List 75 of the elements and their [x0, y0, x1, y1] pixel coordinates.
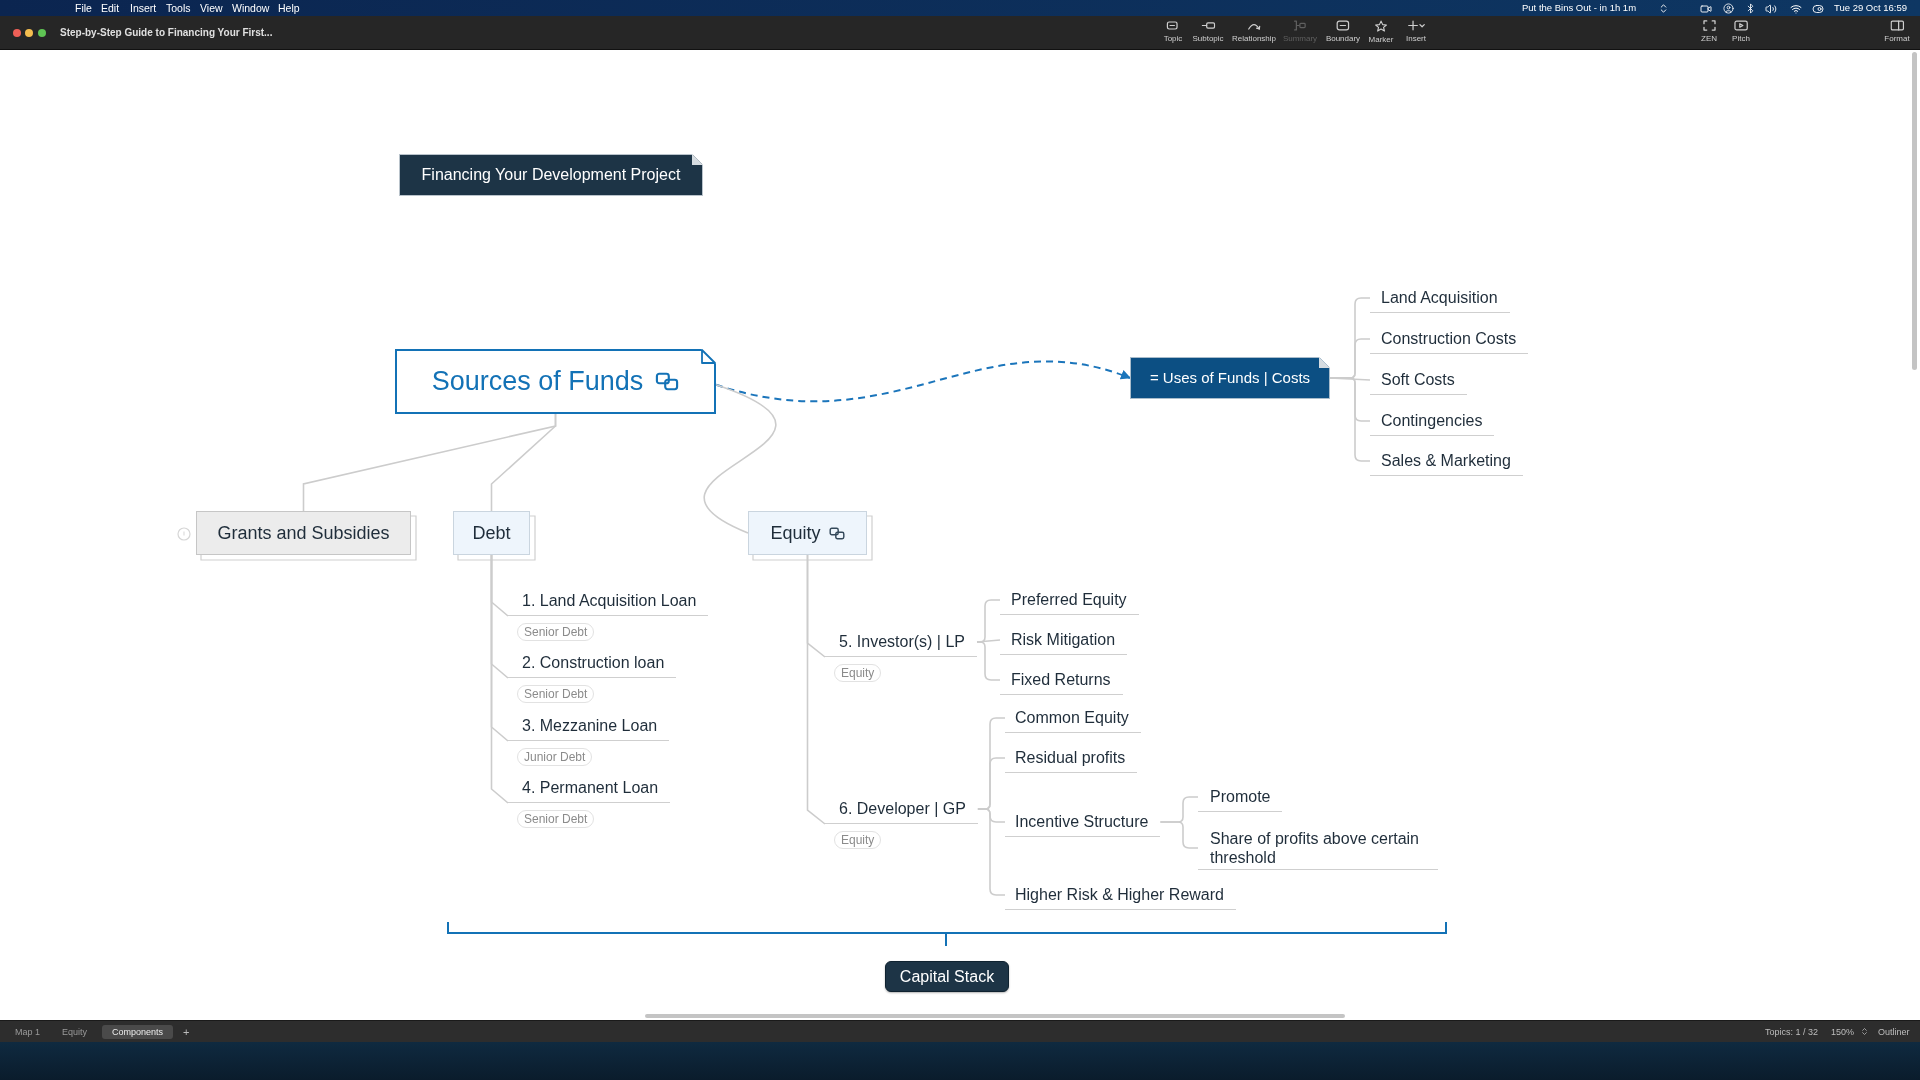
topic-text: 4. Permanent Loan: [522, 777, 659, 798]
menu-item: Help: [278, 1, 300, 16]
topic-tag: Equity: [834, 831, 882, 849]
topic-text: = Uses of Funds | Costs: [1149, 367, 1311, 388]
topic-text: Contingencies: [1381, 410, 1483, 431]
menu-item: View: [200, 1, 223, 16]
floating-topic-box: [399, 154, 703, 196]
connector-line: [977, 808, 1006, 896]
add-sheet-button: +: [181, 1025, 192, 1039]
topic-text: 1. Land Acquisition Loan: [522, 590, 697, 611]
toolbar-button: Marker: [1368, 20, 1394, 44]
status-text: 150%: [1831, 1026, 1855, 1039]
toolbar-button: Boundary: [1325, 20, 1361, 43]
menu-item: File: [75, 1, 92, 16]
topic-text: Grants and Subsidies: [217, 521, 390, 545]
topic-text: Share of profits above certain threshold: [1210, 828, 1420, 867]
toolbar-button: Format: [1884, 20, 1910, 43]
topic-text: Risk Mitigation: [1011, 629, 1116, 650]
sheet-tab: Map 1: [9, 1025, 46, 1039]
toolbar-button: Subtopic: [1192, 20, 1224, 43]
summary-topic-box: [885, 961, 1009, 992]
toolbar-button: ZEN: [1701, 20, 1717, 43]
topic-text: Common Equity: [1015, 707, 1129, 728]
menu-item: Tools: [166, 1, 191, 16]
topic-tag: Senior Debt: [517, 685, 595, 703]
arrow: [715, 360, 1131, 402]
topic-text: 2. Construction loan: [522, 652, 665, 673]
toolbar-button: Relationship: [1232, 20, 1276, 43]
window-title: Step-by-Step Guide to Financing Your First...: [60, 26, 273, 40]
sheet-tab: Components: [102, 1025, 174, 1039]
topic-tag: Equity: [834, 664, 882, 682]
menu-item: Edit: [101, 1, 120, 16]
status-text: Outliner: [1878, 1026, 1910, 1039]
main-topic-box: [453, 511, 530, 555]
connector-line: [1329, 377, 1371, 462]
toolbar-button: Topic: [1163, 20, 1183, 43]
topic-tag: Junior Debt: [517, 748, 593, 766]
topic-box: [1130, 357, 1330, 399]
topic-text: Sales & Marketing: [1381, 450, 1511, 471]
topic-text: Higher Risk & Higher Reward: [1015, 884, 1224, 905]
connector-line: [490, 554, 509, 804]
topic-text: Sources of Funds: [431, 365, 644, 399]
topic-text: Debt: [472, 521, 511, 545]
menu-item: Insert: [130, 1, 157, 16]
topic-text: Residual profits: [1015, 747, 1126, 768]
status-text: Put the Bins Out - in 1h 1m: [1522, 1, 1637, 15]
main-topic-box: [748, 511, 867, 555]
sheet-tab: Equity: [56, 1025, 93, 1039]
topic-text: 6. Developer | GP: [839, 798, 966, 819]
connector-line: [1159, 821, 1199, 849]
central-topic-box: [395, 349, 716, 414]
topic-text: Capital Stack: [899, 966, 995, 987]
topic-text: Equity: [770, 521, 821, 545]
topic-text: 3. Mezzanine Loan: [522, 715, 658, 736]
connector-line: [704, 383, 777, 534]
topic-text: Fixed Returns: [1011, 669, 1111, 690]
topic-text: Incentive Structure: [1015, 811, 1149, 832]
main-topic-box: [196, 511, 411, 555]
topic-text: Promote: [1210, 786, 1271, 807]
topic-tag: Senior Debt: [517, 810, 595, 828]
topic-tag: Senior Debt: [517, 623, 595, 641]
connector-line: [806, 554, 826, 825]
status-text: Tue 29 Oct 16:59: [1834, 1, 1908, 15]
menu-item: Window: [232, 1, 270, 16]
topic-text: Construction Costs: [1381, 328, 1517, 349]
topic-text: Preferred Equity: [1011, 589, 1127, 610]
topic-text: Land Acquisition: [1381, 287, 1498, 308]
topic-text: 5. Investor(s) | LP: [839, 631, 965, 652]
connector-line: [976, 641, 1001, 681]
status-text: Topics: 1 / 32: [1765, 1026, 1819, 1039]
topic-text: Financing Your Development Project: [421, 165, 681, 185]
toolbar-button: Pitch: [1732, 20, 1750, 43]
toolbar-button: Insert: [1406, 20, 1426, 43]
connector-line: [490, 413, 557, 512]
topic-text: Soft Costs: [1381, 369, 1455, 390]
